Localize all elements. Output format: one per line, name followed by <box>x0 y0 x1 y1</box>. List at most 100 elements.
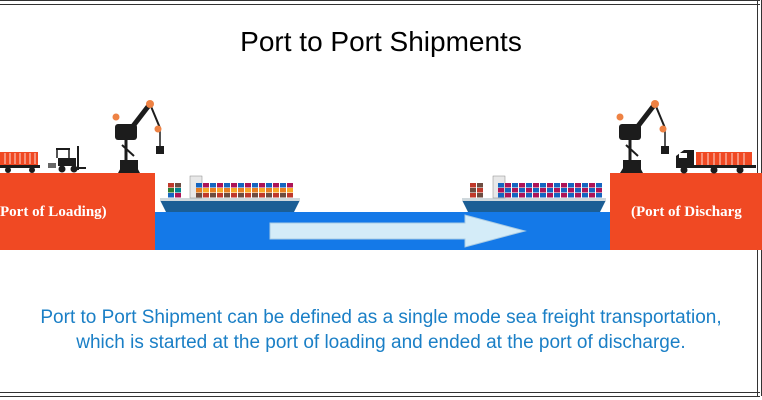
cargo-container <box>589 183 595 188</box>
cargo-container <box>533 188 539 193</box>
crane-right-icon <box>619 102 669 173</box>
cargo-container <box>512 183 518 188</box>
cargo-container <box>554 193 560 198</box>
cargo-container <box>217 188 223 193</box>
cargo-container <box>589 193 595 198</box>
cargo-container <box>498 183 504 188</box>
cargo-container <box>596 193 602 198</box>
cargo-container <box>575 188 581 193</box>
cargo-container <box>196 183 202 188</box>
description-text: Port to Port Shipment can be defined as … <box>40 307 722 353</box>
cargo-container <box>238 188 244 193</box>
cargo-container <box>505 193 511 198</box>
cargo-container <box>540 188 546 193</box>
cargo-container <box>561 188 567 193</box>
diagram-title: Port to Port Shipments <box>240 26 522 57</box>
cargo-container <box>540 193 546 198</box>
cargo-container <box>582 188 588 193</box>
cargo-container <box>175 188 181 193</box>
cargo-container <box>210 183 216 188</box>
cargo-container <box>519 183 525 188</box>
cargo-container <box>547 193 553 198</box>
cargo-container <box>252 183 258 188</box>
top-border <box>0 0 760 5</box>
crane-left-icon <box>115 102 164 173</box>
port-of-loading-block <box>0 173 155 250</box>
crane-left-joint <box>146 100 154 108</box>
cargo-container <box>203 188 209 193</box>
cargo-container <box>259 193 265 198</box>
cargo-container <box>245 188 251 193</box>
cargo-container <box>498 188 504 193</box>
cargo-container <box>505 183 511 188</box>
cargo-container <box>287 188 293 193</box>
cargo-container <box>196 193 202 198</box>
cargo-container <box>273 183 279 188</box>
cargo-container <box>477 193 483 198</box>
cargo-container <box>596 183 602 188</box>
cargo-container <box>568 188 574 193</box>
cargo-container <box>568 183 574 188</box>
cargo-container <box>217 183 223 188</box>
cargo-container <box>477 183 483 188</box>
cargo-container <box>168 193 174 198</box>
cargo-container <box>554 188 560 193</box>
cargo-container <box>477 188 483 193</box>
cargo-container <box>203 193 209 198</box>
truck-icon <box>676 150 756 174</box>
cargo-container <box>266 183 272 188</box>
cargo-container <box>526 188 532 193</box>
cargo-container <box>512 193 518 198</box>
cargo-container <box>273 188 279 193</box>
cargo-container <box>589 188 595 193</box>
container-ship-right-icon <box>462 175 606 212</box>
cargo-container <box>540 183 546 188</box>
cargo-container <box>259 188 265 193</box>
cargo-container <box>273 193 279 198</box>
cargo-container <box>252 193 258 198</box>
cargo-container <box>287 193 293 198</box>
cargo-container <box>259 183 265 188</box>
port-of-discharge-block <box>610 173 762 250</box>
cargo-container <box>231 188 237 193</box>
cargo-container <box>519 188 525 193</box>
cargo-container <box>596 188 602 193</box>
cargo-container <box>547 188 553 193</box>
cargo-container <box>168 183 174 188</box>
cargo-container <box>575 193 581 198</box>
cargo-container <box>505 188 511 193</box>
cargo-container <box>224 188 230 193</box>
cargo-container <box>203 183 209 188</box>
cargo-container <box>561 183 567 188</box>
cargo-container <box>280 183 286 188</box>
cargo-container <box>280 193 286 198</box>
cargo-container <box>533 183 539 188</box>
cargo-container <box>210 188 216 193</box>
port-of-loading-label: Port of Loading) <box>0 204 107 220</box>
cargo-container <box>224 193 230 198</box>
crane-right-joint <box>651 100 659 108</box>
cargo-container <box>561 193 567 198</box>
container-trailer-left-icon <box>0 152 40 173</box>
cargo-container <box>175 183 181 188</box>
cargo-container <box>210 193 216 198</box>
cargo-container <box>245 183 251 188</box>
cargo-container <box>238 193 244 198</box>
cargo-container <box>533 193 539 198</box>
cargo-container <box>238 183 244 188</box>
cargo-container <box>554 183 560 188</box>
cargo-container <box>568 193 574 198</box>
cargo-container <box>519 193 525 198</box>
bottom-border <box>0 392 760 397</box>
crane-left-hook-joint <box>154 125 162 133</box>
cargo-container <box>287 183 293 188</box>
cargo-container <box>224 183 230 188</box>
cargo-container <box>470 193 476 198</box>
cargo-container <box>196 188 202 193</box>
cargo-container <box>526 193 532 198</box>
port-of-discharge-label: (Port of Discharg <box>631 204 742 220</box>
cargo-container <box>280 188 286 193</box>
cargo-container <box>526 183 532 188</box>
cargo-container <box>266 193 272 198</box>
